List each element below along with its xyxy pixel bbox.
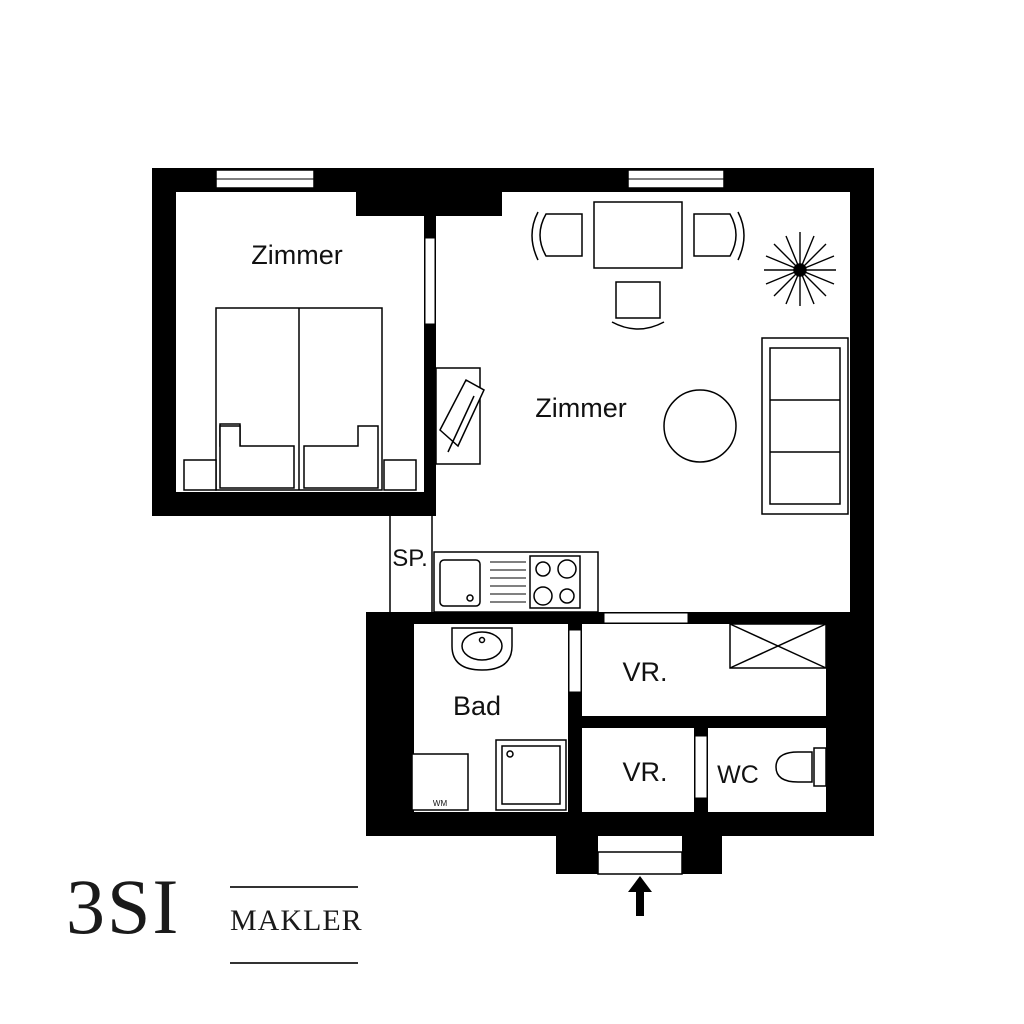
logo-line-top: [230, 886, 358, 888]
hall-upper-label: VR.: [622, 657, 667, 687]
bath-fixtures: [411, 627, 567, 811]
wardrobe: [729, 623, 827, 669]
logo-line-bottom: [230, 962, 358, 964]
bathroom-label: Bad: [453, 691, 501, 721]
pantry: [389, 504, 433, 612]
toilet-label: WC: [717, 761, 759, 789]
round-table: [663, 389, 737, 463]
plant-icon: [764, 232, 836, 306]
toilet: [775, 747, 827, 787]
kitchen: [433, 551, 599, 613]
logo-mark: 3SI: [66, 863, 181, 950]
openings: [215, 169, 725, 875]
washer-label: WM: [433, 799, 448, 808]
walls: [152, 168, 874, 874]
logo-word: MAKLER: [230, 904, 363, 937]
entrance-arrow-icon: [628, 876, 652, 916]
sofa: [761, 337, 849, 515]
living-room-label: Zimmer: [535, 393, 626, 423]
bedroom-label: Zimmer: [251, 240, 342, 270]
dining-set: [531, 201, 745, 330]
double-bed: [183, 307, 417, 491]
armchair: [435, 367, 485, 465]
hall-lower-label: VR.: [622, 757, 667, 787]
pantry-label: SP.: [392, 545, 428, 572]
